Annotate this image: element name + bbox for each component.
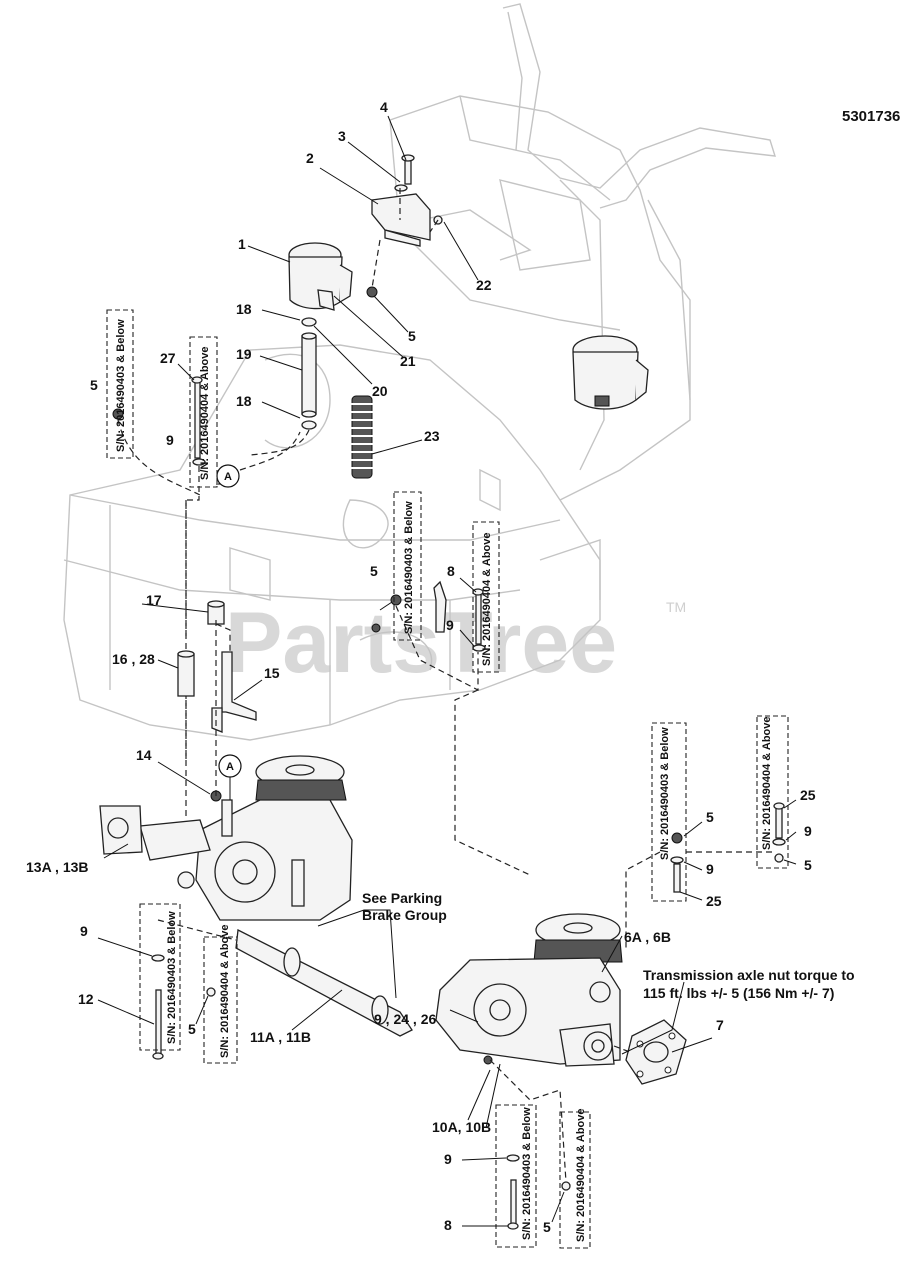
label-5: 5 bbox=[408, 328, 416, 344]
serial-note-1: S/N: 2016490403 & Below bbox=[115, 319, 127, 452]
svg-text:115 ft. lbs +/- 5 (156 Nm +/-: 115 ft. lbs +/- 5 (156 Nm +/- 7) bbox=[643, 985, 834, 1001]
label-5-middle: 5 bbox=[370, 563, 378, 579]
label-1: 1 bbox=[238, 236, 246, 252]
dashed-run-lines bbox=[185, 431, 301, 820]
watermark-trademark: TM bbox=[666, 599, 686, 615]
label-9-middle: 9 bbox=[446, 617, 454, 633]
label-7: 7 bbox=[716, 1017, 724, 1033]
svg-text:See Parking: See Parking bbox=[362, 890, 442, 906]
label-5-lower-left: 5 bbox=[188, 1021, 196, 1037]
serial-note-4: S/N: 2016490404 & Above bbox=[481, 533, 493, 667]
part-labels: 1 2 3 4 22 5 21 18 19 20 18 23 27 5 9 5 … bbox=[26, 99, 816, 1235]
label-12: 12 bbox=[78, 991, 94, 1007]
label-3: 3 bbox=[338, 128, 346, 144]
label-18-lower: 18 bbox=[236, 393, 252, 409]
serial-note-5: S/N: 2016490403 & Below bbox=[659, 727, 671, 860]
label-16-28: 16 , 28 bbox=[112, 651, 155, 667]
hose-and-clamps bbox=[249, 317, 317, 456]
middle-hardware bbox=[371, 580, 531, 876]
label-14: 14 bbox=[136, 747, 152, 763]
label-10a-10b: 10A, 10B bbox=[432, 1119, 491, 1135]
serial-boxes: S/N: 2016490403 & Below S/N: 2016490404 … bbox=[106, 309, 789, 1249]
label-8-bottom: 8 bbox=[444, 1217, 452, 1233]
svg-text:Transmission axle nut torque t: Transmission axle nut torque to bbox=[643, 967, 855, 983]
svg-text:A: A bbox=[226, 761, 234, 773]
svg-text:A: A bbox=[224, 471, 232, 483]
parking-brake-note: See Parking Brake Group bbox=[362, 890, 447, 923]
label-9-bottom: 9 bbox=[444, 1151, 452, 1167]
right-fuel-tank bbox=[572, 335, 649, 410]
label-9-lower-left: 9 bbox=[80, 923, 88, 939]
label-21: 21 bbox=[400, 353, 416, 369]
label-19: 19 bbox=[236, 346, 252, 362]
label-18: 18 bbox=[236, 301, 252, 317]
label-9-24-26: 9 , 24 , 26 bbox=[374, 1011, 436, 1027]
linkage-rod bbox=[177, 600, 257, 733]
left-transmission bbox=[99, 755, 353, 921]
label-23: 23 bbox=[424, 428, 440, 444]
torque-note: Transmission axle nut torque to 115 ft. … bbox=[643, 967, 855, 1001]
label-20: 20 bbox=[372, 383, 388, 399]
right-side-hardware bbox=[625, 802, 786, 950]
label-11a-11b: 11A , 11B bbox=[250, 1029, 311, 1045]
label-5-upper-left: 5 bbox=[90, 377, 98, 393]
serial-note-3: S/N: 2016490403 & Below bbox=[403, 501, 415, 634]
axle bbox=[235, 928, 413, 1037]
left-upper-hardware bbox=[112, 376, 206, 760]
label-13a-13b: 13A , 13B bbox=[26, 859, 89, 875]
serial-note-8: S/N: 2016490404 & Above bbox=[219, 925, 231, 1059]
label-17: 17 bbox=[146, 592, 162, 608]
label-27: 27 bbox=[160, 350, 176, 366]
label-8-middle: 8 bbox=[447, 563, 455, 579]
document-number: 5301736 bbox=[842, 108, 900, 125]
fuel-tank-bracket-assembly bbox=[288, 154, 443, 311]
label-2: 2 bbox=[306, 150, 314, 166]
callout-a-upper: A bbox=[216, 464, 240, 488]
label-9-right-inner: 9 bbox=[706, 861, 714, 877]
serial-note-10: S/N: 2016490404 & Above bbox=[575, 1109, 587, 1243]
label-22: 22 bbox=[476, 277, 492, 293]
svg-text:Brake Group: Brake Group bbox=[362, 907, 447, 923]
label-5-right-inner: 5 bbox=[706, 809, 714, 825]
label-9-right-outer: 9 bbox=[804, 823, 812, 839]
mower-frame bbox=[63, 3, 776, 741]
serial-note-7: S/N: 2016490403 & Below bbox=[166, 911, 178, 1044]
label-5-right-outer: 5 bbox=[804, 857, 812, 873]
label-4: 4 bbox=[380, 99, 388, 115]
right-transmission bbox=[435, 913, 687, 1085]
serial-note-9: S/N: 2016490403 & Below bbox=[521, 1107, 533, 1240]
label-6a-6b: 6A , 6B bbox=[624, 929, 671, 945]
label-25-right-outer: 25 bbox=[800, 787, 816, 803]
spring-23 bbox=[350, 395, 374, 479]
serial-note-6: S/N: 2016490404 & Above bbox=[761, 717, 773, 851]
label-9-upper-left: 9 bbox=[166, 432, 174, 448]
lower-hardware bbox=[151, 919, 571, 1230]
leader-lines bbox=[97, 115, 797, 1227]
serial-note-2: S/N: 2016490404 & Above bbox=[199, 347, 211, 481]
label-5-bottom: 5 bbox=[543, 1219, 551, 1235]
label-25-right-inner: 25 bbox=[706, 893, 722, 909]
callout-a-lower: A bbox=[218, 754, 242, 800]
label-15: 15 bbox=[264, 665, 280, 681]
